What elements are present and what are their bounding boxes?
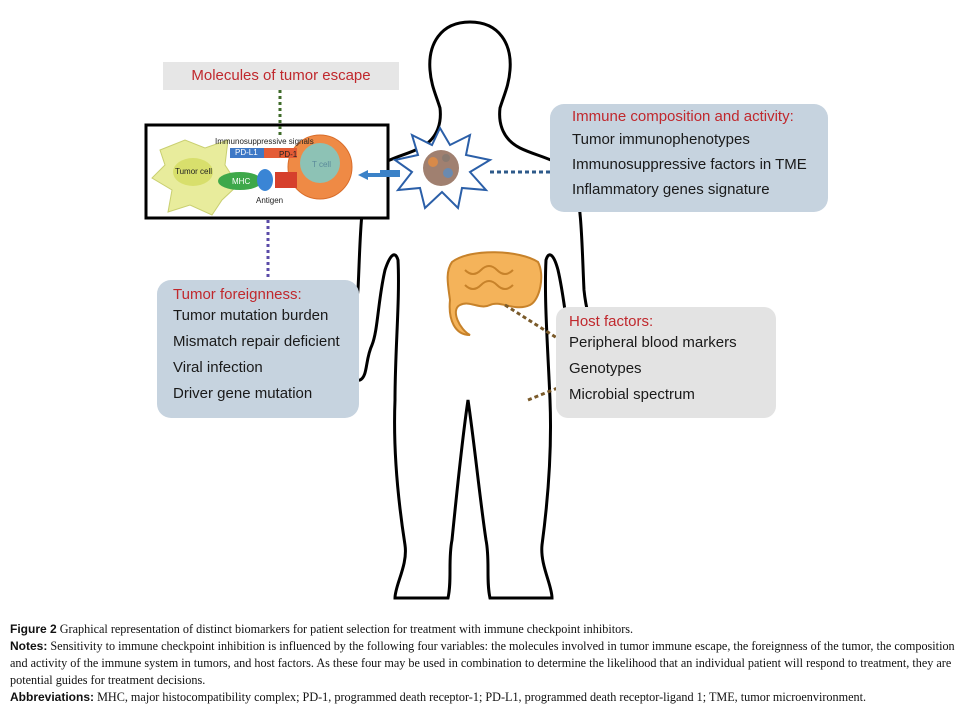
tumor-cell-nucleus [173,158,213,186]
abbreviations-label: Abbreviations: [10,690,95,704]
box-title: Molecules of tumor escape [191,67,371,84]
notes-label: Notes: [10,639,48,653]
cell [442,154,450,162]
box-title: Tumor foreignness: [173,286,302,303]
label-tumor-cell: Tumor cell [175,167,213,176]
box-title: Host factors: [569,313,654,330]
t-cell-nucleus [300,143,340,183]
label-antigen: Antigen [256,196,284,205]
list-item: Viral infection [173,359,263,376]
tumor-foreignness-box: Tumor foreignness: Tumor mutation burden… [157,280,359,418]
tumor-cells-cluster [423,150,459,186]
caption-abbreviations: Abbreviations: MHC, major histocompatibi… [10,689,965,706]
antigen [257,169,273,191]
immune-composition-box: Immune composition and activity: Tumor i… [550,104,828,212]
host-factors-box: Host factors: Peripheral blood markers G… [556,307,776,418]
cell [428,157,438,167]
list-item: Driver gene mutation [173,385,313,402]
list-item: Immunosuppressive factors in TME [572,156,807,173]
blue-arrow [358,170,400,180]
figure-label: Figure 2 [10,622,57,636]
caption-title: Figure 2 Graphical representation of dis… [10,621,965,638]
label-immunosuppressive-signals: Immunosuppressive signals [215,137,314,146]
brown-dotted-connector [504,303,566,345]
cell [443,168,453,178]
pd1-receptor [232,148,297,158]
molecules-of-tumor-escape-box: Molecules of tumor escape [163,62,399,90]
label-pdl1: PD-L1 [235,148,258,157]
list-item: Mismatch repair deficient [173,333,340,350]
mhc-molecule [218,172,262,190]
abbreviations-text: MHC, major histocompatibility complex; P… [94,690,867,704]
list-item: Genotypes [569,360,642,377]
pdl1-ligand [230,148,264,158]
caption-notes: Notes: Sensitivity to immune checkpoint … [10,638,965,689]
figure-text: Graphical representation of distinct bio… [56,622,634,636]
list-item: Inflammatory genes signature [572,181,770,198]
notes-text: Sensitivity to immune checkpoint inhibit… [10,639,955,687]
intestine-coils [464,265,514,290]
tcr-receptor [275,172,297,188]
label-tcell: T cell [312,160,331,169]
list-item: Peripheral blood markers [569,334,737,351]
label-mhc: MHC [232,177,251,186]
intestine-icon [446,251,543,336]
label-pd1: PD-1 [279,150,298,159]
list-item: Tumor immunophenotypes [572,131,750,148]
diagram-graphics [144,20,603,600]
box-title: Immune composition and activity: [572,108,794,125]
figure-caption: Figure 2 Graphical representation of dis… [10,621,965,706]
list-item: Microbial spectrum [569,386,695,403]
list-item: Tumor mutation burden [173,307,329,324]
